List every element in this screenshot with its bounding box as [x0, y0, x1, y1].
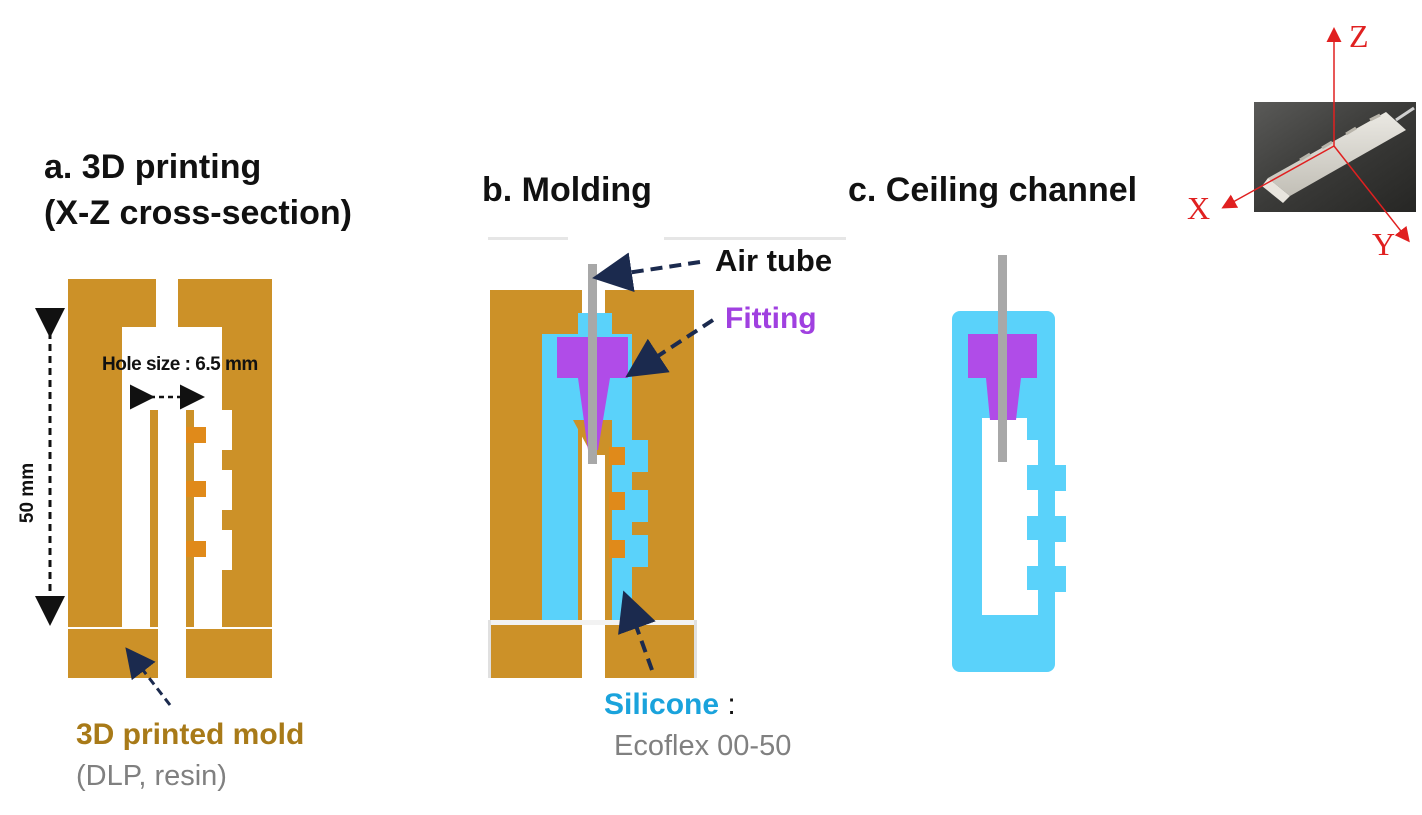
- fitting-label: Fitting: [725, 302, 817, 335]
- silicone-name: Silicone: [604, 688, 720, 721]
- axis-z-label: Z: [1349, 18, 1369, 54]
- height-label: 50 mm: [17, 462, 39, 524]
- axis-indicator: [1221, 27, 1410, 243]
- mold-sub-label: (DLP, resin): [76, 760, 227, 792]
- silicone-label: Silicone :: [604, 688, 736, 722]
- axis-y-label: Y: [1372, 226, 1396, 262]
- prototype-photo: [1254, 102, 1416, 212]
- panel-a-title-line2: (X-Z cross-section): [44, 194, 352, 232]
- panel-b-title: b. Molding: [482, 171, 652, 209]
- air-tube-label: Air tube: [715, 243, 833, 278]
- silicone-sub-label: Ecoflex 00-50: [614, 730, 792, 762]
- panel-b-molding: [488, 237, 846, 678]
- panel-c-ceiling-channel: [952, 255, 1066, 672]
- axis-x-label: X: [1187, 190, 1211, 226]
- silicone-colon: :: [719, 688, 736, 721]
- panel-a-mold: [35, 279, 272, 706]
- hole-size-label: Hole size : 6.5 mm: [102, 354, 258, 375]
- mold-label: 3D printed mold: [76, 718, 305, 751]
- panel-c-title: c. Ceiling channel: [848, 171, 1138, 209]
- panel-a-title-line1: a. 3D printing: [44, 148, 262, 186]
